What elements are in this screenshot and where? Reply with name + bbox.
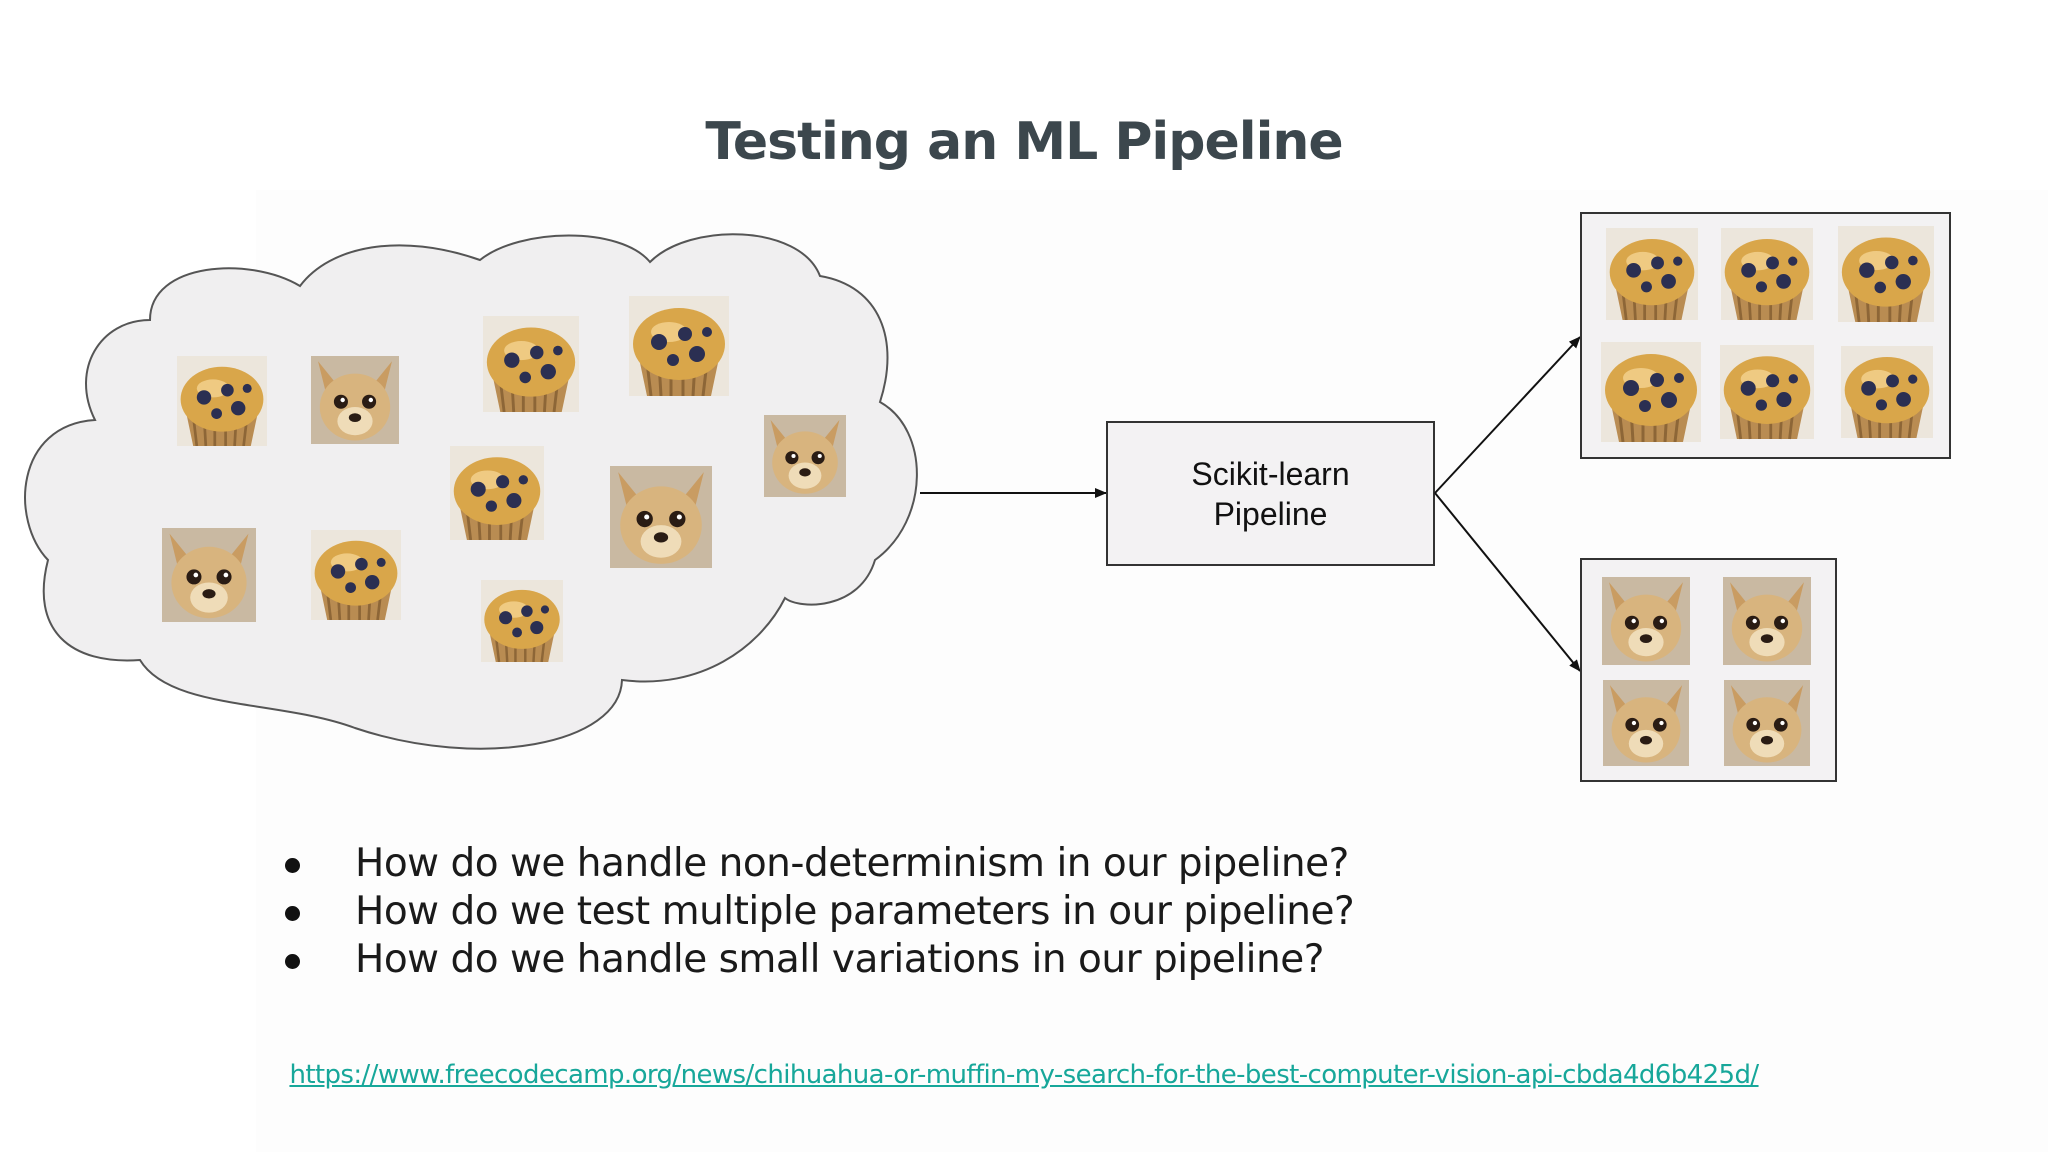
- muffin-photo: [1836, 226, 1936, 322]
- chihuahua-photo: [1723, 577, 1811, 665]
- muffin-photo: [310, 530, 402, 620]
- question-item: How do we handle small variations in our…: [275, 936, 1354, 984]
- muffin-photo: [1600, 342, 1702, 442]
- chihuahua-output-box: [1580, 558, 1837, 782]
- muffin-photo: [1720, 228, 1814, 320]
- muffin-photo: [1604, 228, 1700, 320]
- muffin-photo: [480, 580, 564, 662]
- pipeline-label-line2: Pipeline: [1213, 495, 1328, 532]
- muffin-photo: [628, 296, 730, 396]
- question-text: How do we handle non-determinism in our …: [355, 841, 1349, 886]
- bullet-icon: [285, 954, 300, 969]
- chihuahua-photo: [764, 415, 846, 497]
- muffin-photo: [1720, 344, 1814, 440]
- source-link[interactable]: https://www.freecodecamp.org/news/chihua…: [289, 1060, 1759, 1090]
- chihuahua-photo: [1602, 577, 1690, 665]
- chihuahua-photo: [1603, 680, 1689, 766]
- question-list: How do we handle non-determinism in our …: [275, 840, 1355, 984]
- question-text: How do we test multiple parameters in ou…: [355, 889, 1355, 934]
- chihuahua-photo: [162, 528, 256, 622]
- pipeline-label-line1: Scikit-learn: [1191, 455, 1350, 492]
- chihuahua-photo: [1724, 680, 1810, 766]
- pipeline-box: [1106, 421, 1435, 566]
- bullet-icon: [285, 858, 300, 873]
- bullet-icon: [285, 906, 300, 921]
- muffin-photo: [1840, 346, 1934, 438]
- muffin-photo: [450, 446, 544, 540]
- question-item: How do we handle non-determinism in our …: [275, 840, 1354, 888]
- arrow-to-chihuahuas: [1434, 492, 1581, 672]
- muffin-photo: [481, 316, 581, 412]
- muffin-output-box: [1580, 212, 1951, 459]
- pipeline-label: Scikit-learn Pipeline: [1107, 422, 1434, 565]
- muffin-photo: [176, 356, 268, 446]
- chihuahua-photo: [610, 466, 712, 568]
- chihuahua-photo: [311, 356, 399, 444]
- question-text: How do we handle small variations in our…: [355, 937, 1324, 982]
- arrow-to-muffins: [1434, 336, 1581, 494]
- slide-title: Testing an ML Pipeline: [705, 112, 1343, 172]
- question-item: How do we test multiple parameters in ou…: [275, 888, 1355, 936]
